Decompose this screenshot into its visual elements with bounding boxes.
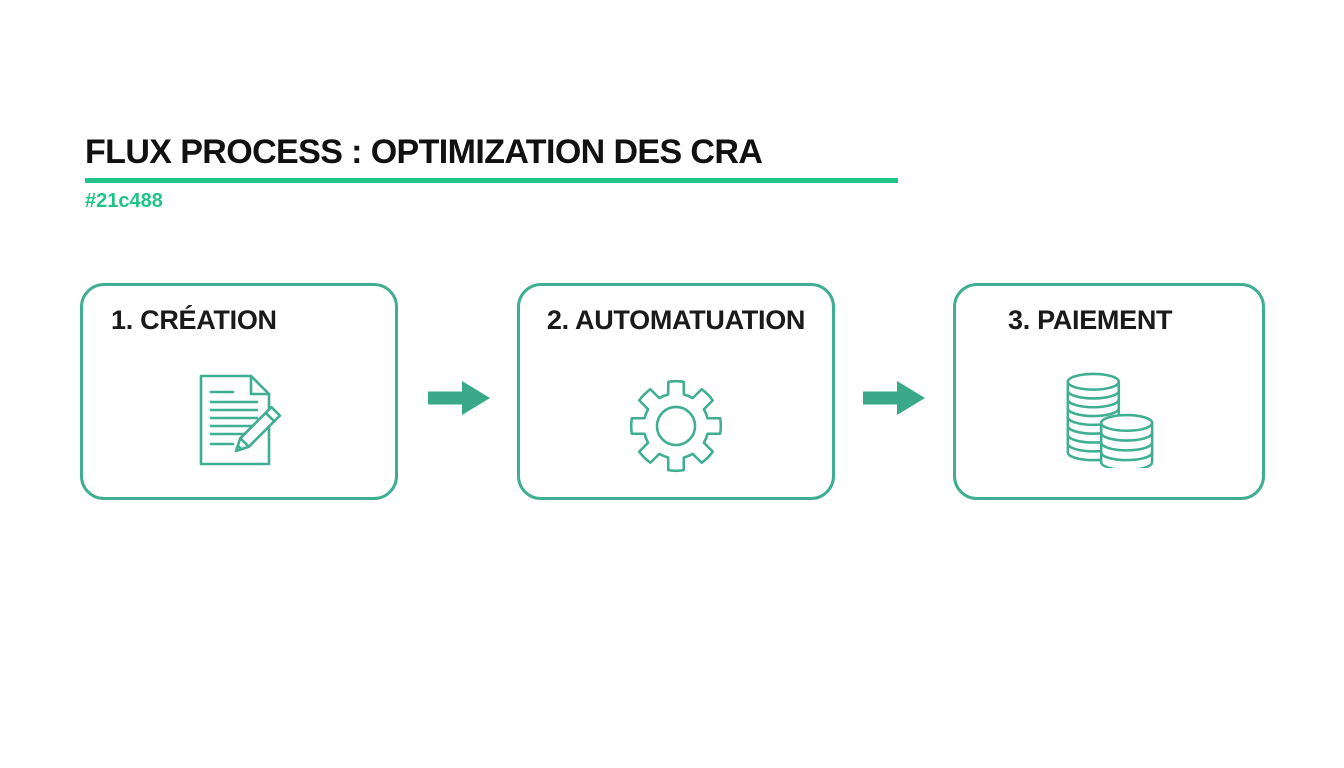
step-card-creation: 1. CRÉATION	[80, 283, 398, 500]
step-label: 3. PAIEMENT	[1008, 305, 1173, 335]
step-card-automation: 2. AUTOMATUATION	[517, 283, 835, 500]
gear-icon	[620, 370, 732, 482]
title-underline	[85, 178, 898, 183]
coin-stacks-icon	[1060, 370, 1158, 468]
right-arrow-icon	[863, 381, 925, 415]
color-code-label: #21c488	[85, 190, 163, 212]
step-card-payment: 3. PAIEMENT	[953, 283, 1265, 500]
step-label: 2. AUTOMATUATION	[546, 305, 806, 335]
document-pencil-icon	[189, 370, 289, 470]
page-title: FLUX PROCESS : OPTIMIZATION DES CRA	[85, 133, 763, 171]
step-label: 1. CRÉATION	[111, 305, 277, 335]
right-arrow-icon	[428, 381, 490, 415]
